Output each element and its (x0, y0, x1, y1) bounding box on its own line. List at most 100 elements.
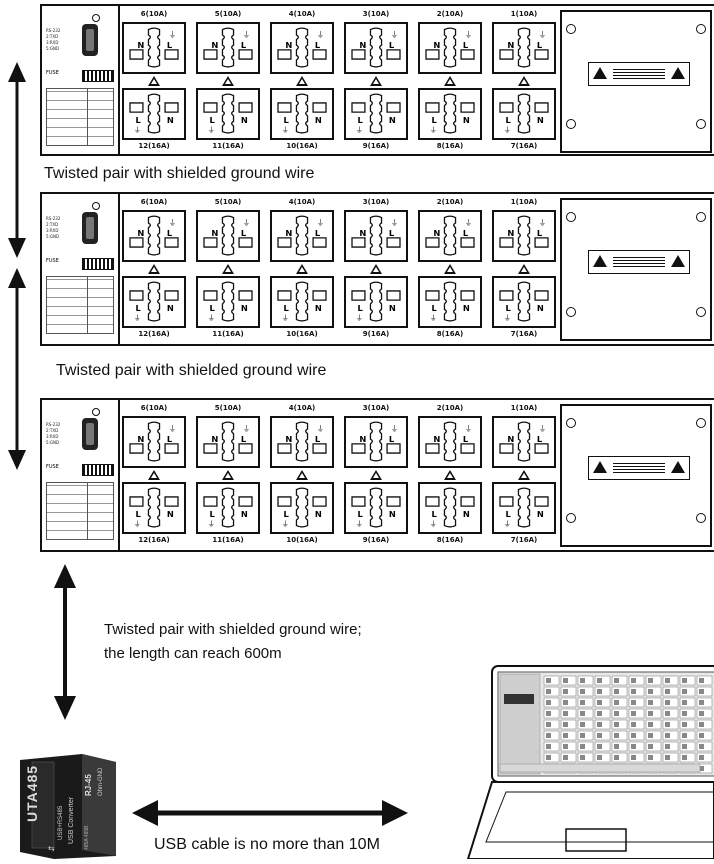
socket-label: 6(10A) (140, 404, 168, 412)
fuse-icon (82, 464, 114, 476)
socket-label: 3(10A) (362, 404, 390, 412)
outlet-socket: L N ⏚ (196, 482, 260, 534)
warning-triangle-icon (148, 76, 160, 86)
svg-text:L: L (389, 228, 395, 238)
screw-icon (566, 307, 576, 317)
warning-triangle-icon (370, 264, 382, 274)
screw-icon (696, 212, 706, 222)
socket-icon: L N ⏚ (277, 93, 327, 134)
warning-triangle-icon (296, 470, 308, 480)
pin-label: 3:RXD (46, 40, 59, 45)
socket-label: 4(10A) (288, 10, 316, 18)
screw-icon (696, 513, 706, 523)
svg-text:N: N (433, 228, 440, 238)
outlet-socket: N L ⏚ (492, 210, 556, 262)
rs232-label: RS-232 2:TXD 3:RXD 5:GND (46, 422, 60, 446)
socket-icon: N L ⏚ (203, 27, 253, 68)
socket-icon: N L ⏚ (499, 215, 549, 256)
svg-text:N: N (507, 228, 514, 238)
converter-brand: UTA485 (24, 764, 40, 822)
socket-label: 6(10A) (140, 198, 168, 206)
warning-triangle-icon (370, 76, 382, 86)
warning-label-icon (588, 456, 690, 480)
outlet-socket: N L ⏚ (344, 416, 408, 468)
svg-text:L: L (284, 303, 290, 313)
svg-text:N: N (359, 434, 366, 444)
outlet-socket: L N ⏚ (418, 276, 482, 328)
screw-icon (696, 119, 706, 129)
socket-label: 9(16A) (362, 536, 390, 544)
screw-icon (92, 14, 100, 22)
socket-icon: N L ⏚ (129, 421, 179, 462)
outlet-socket: L N ⏚ (122, 88, 186, 140)
svg-text:⏚: ⏚ (504, 519, 511, 528)
outlet-socket: L N ⏚ (196, 276, 260, 328)
pin-label: 5:GND (46, 440, 60, 445)
socket-label: 12(16A) (138, 142, 170, 150)
svg-text:L: L (506, 509, 512, 519)
svg-text:⏚: ⏚ (282, 519, 289, 528)
socket-label: 3(10A) (362, 10, 390, 18)
converter-line2: USB Converter (68, 796, 75, 844)
socket-label: 8(16A) (436, 330, 464, 338)
arrow-panel1-panel2 (8, 62, 26, 258)
svg-text:N: N (137, 40, 144, 50)
outlet-socket: N L ⏚ (492, 416, 556, 468)
pin-label: 2:TXD (46, 428, 59, 433)
warning-triangle-icon (296, 264, 308, 274)
outlet-socket: N L ⏚ (196, 416, 260, 468)
svg-text:N: N (389, 303, 396, 313)
warning-triangle-icon (518, 470, 530, 480)
breaker-cover (560, 404, 712, 547)
outlet-socket: L N ⏚ (344, 276, 408, 328)
socket-icon: L N ⏚ (129, 93, 179, 134)
warning-triangle-icon (222, 76, 234, 86)
legend-table (46, 276, 114, 334)
socket-icon: L N ⏚ (277, 487, 327, 528)
socket-label: 2(10A) (436, 10, 464, 18)
svg-text:⏚: ⏚ (539, 424, 546, 433)
svg-text:N: N (211, 434, 218, 444)
socket-icon: N L ⏚ (351, 421, 401, 462)
outlet-socket: N L ⏚ (344, 210, 408, 262)
socket-icon: N L ⏚ (277, 421, 327, 462)
socket-label: 7(16A) (510, 330, 538, 338)
warning-triangle-icon (148, 264, 160, 274)
link-caption-3-line2: the length can reach 600m (104, 645, 282, 662)
legend-table (46, 482, 114, 540)
socket-icon: N L ⏚ (351, 27, 401, 68)
pin-label: 3:RXD (46, 228, 59, 233)
panel-control-area: RS-232 2:TXD 3:RXD 5:GND FUSE (42, 6, 120, 154)
socket-icon: L N ⏚ (203, 487, 253, 528)
fuse-label: FUSE (46, 70, 59, 76)
socket-label: 4(10A) (288, 404, 316, 412)
socket-label: 2(10A) (436, 198, 464, 206)
svg-text:N: N (211, 40, 218, 50)
svg-text:N: N (537, 509, 544, 519)
svg-text:L: L (167, 228, 173, 238)
link-caption-1: Twisted pair with shielded ground wire (44, 165, 315, 182)
svg-text:L: L (358, 303, 364, 313)
svg-text:L: L (358, 509, 364, 519)
outlet-socket: L N ⏚ (122, 276, 186, 328)
socket-label: 4(10A) (288, 198, 316, 206)
svg-text:⏚: ⏚ (356, 125, 363, 134)
svg-text:N: N (167, 115, 174, 125)
legend-table (46, 88, 114, 146)
socket-icon: L N ⏚ (277, 281, 327, 322)
pin-label: 5:GND (46, 234, 60, 239)
svg-text:⏚: ⏚ (317, 218, 324, 227)
warning-triangle-icon (518, 264, 530, 274)
svg-text:L: L (537, 434, 543, 444)
socket-icon: L N ⏚ (425, 281, 475, 322)
socket-label: 11(16A) (212, 142, 244, 150)
breaker-cover (560, 198, 712, 341)
warning-triangle-icon (296, 76, 308, 86)
socket-label: 8(16A) (436, 536, 464, 544)
warning-triangle-icon (222, 470, 234, 480)
socket-label: 3(10A) (362, 198, 390, 206)
outlet-socket: N L ⏚ (270, 416, 334, 468)
socket-icon: L N ⏚ (351, 93, 401, 134)
svg-text:N: N (359, 228, 366, 238)
warning-triangle-icon (444, 470, 456, 480)
